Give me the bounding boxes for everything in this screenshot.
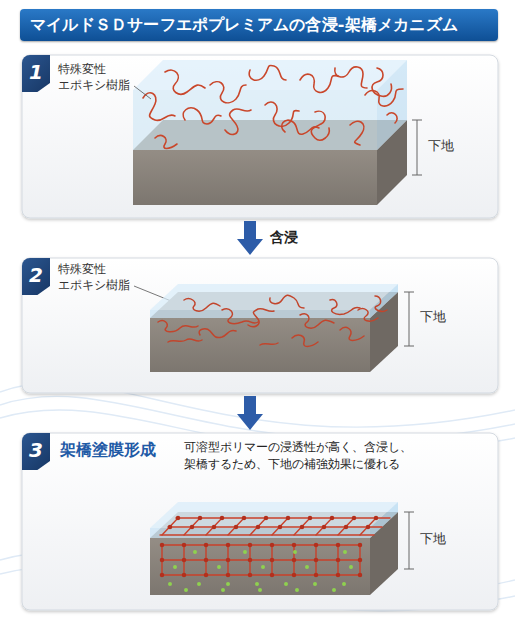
arrow-label: 含浸 xyxy=(268,229,300,247)
substrate-block xyxy=(150,538,370,595)
crosslink-point xyxy=(162,543,362,548)
resin-layer xyxy=(150,502,398,538)
reinforcement-particle xyxy=(170,582,362,586)
polymer-chain xyxy=(282,120,319,134)
step-number: 3 xyxy=(22,433,50,470)
substrate-label: 下地 xyxy=(428,138,454,155)
substrate-block xyxy=(133,150,377,205)
polymer-chain xyxy=(248,309,274,327)
material-label: 特殊変性 エポキシ樹脂 xyxy=(58,62,138,93)
step-number: 2 xyxy=(22,258,50,295)
reinforcement-particle xyxy=(195,550,360,554)
polymer-chain xyxy=(210,82,246,103)
resin-layer xyxy=(133,90,377,150)
polymer-chain xyxy=(199,329,236,338)
thickness-bracket xyxy=(404,120,422,569)
substrate-block xyxy=(150,318,370,372)
title-banner: マイルドＳＤサーフエポプレミアムの含浸‐架橋メカニズム xyxy=(20,9,498,41)
polymer-chain xyxy=(292,335,318,346)
polymer-chain xyxy=(165,70,205,94)
crosslink-point xyxy=(162,573,362,578)
crosslink-point xyxy=(162,558,362,563)
leader-line xyxy=(134,86,151,99)
resin-layer xyxy=(150,284,398,318)
polymer-chain xyxy=(168,339,202,342)
crosslink-point xyxy=(162,518,392,575)
polymer-chain xyxy=(158,295,387,346)
step-heading: 架橋塗膜形成 xyxy=(60,440,156,461)
resin-layer xyxy=(150,528,370,538)
polymer-chain xyxy=(155,136,177,149)
crosslink-network xyxy=(160,518,390,535)
polymer-chain xyxy=(225,109,251,135)
panel-background xyxy=(22,55,498,610)
polymer-chain xyxy=(143,65,403,148)
polymer-chain xyxy=(350,121,364,145)
polymer-chain xyxy=(335,67,367,88)
panel-header: 3 架橋塗膜形成 可溶型ポリマーの浸透性が高く、含浸し、 架橋するため、下地の補強効… xyxy=(22,433,498,473)
crosslink-point xyxy=(170,525,384,530)
resin-layer xyxy=(150,502,398,528)
resin-layer xyxy=(370,284,398,318)
polymer-chain xyxy=(300,74,338,92)
crosslink-network xyxy=(162,545,360,575)
crosslink-network xyxy=(160,518,390,575)
thickness-bracket xyxy=(412,120,422,175)
polymer-chain xyxy=(184,299,220,311)
polymer-chain xyxy=(330,300,360,315)
polymer-chain xyxy=(158,321,198,332)
polymer-chain xyxy=(183,108,221,124)
polymer-chain xyxy=(375,296,387,311)
material-label: 特殊変性 エポキシ樹脂 xyxy=(58,262,138,293)
thickness-bracket xyxy=(404,292,414,346)
flow-arrow xyxy=(244,396,256,416)
step-panel: 3 架橋塗膜形成 可溶型ポリマーの浸透性が高く、含浸し、 架橋するため、下地の補強効… xyxy=(22,433,498,610)
polymer-chain xyxy=(358,309,378,321)
flow-arrow xyxy=(244,221,256,241)
title-text: マイルドＳＤサーフエポプレミアムの含浸‐架橋メカニズム xyxy=(30,15,458,36)
background-swoosh xyxy=(0,383,515,611)
substrate-label: 下地 xyxy=(420,309,446,326)
panel-background xyxy=(22,258,498,393)
thickness-bracket xyxy=(404,512,414,569)
reinforcement-particle xyxy=(186,588,352,592)
step-number: 1 xyxy=(22,55,50,92)
resin-layer xyxy=(133,60,407,150)
panel-background xyxy=(22,433,498,610)
polymer-chain xyxy=(270,295,304,308)
step-description: 可溶型ポリマーの浸透性が高く、含浸し、 架橋するため、下地の補強効果に優れる xyxy=(184,439,424,473)
polymer-chain xyxy=(372,68,391,96)
polymer-chain xyxy=(222,309,258,324)
crosslink-network xyxy=(162,545,360,575)
polymer-chain xyxy=(260,343,278,345)
polymer-chain xyxy=(340,328,364,341)
resin-layer xyxy=(150,284,398,310)
reinforcement-particle xyxy=(170,552,362,590)
substrate-label: 下地 xyxy=(420,531,446,548)
polymer-chain xyxy=(365,89,403,106)
reinforcement-particle xyxy=(175,565,360,569)
polymer-chain xyxy=(311,111,329,140)
polymer-chain xyxy=(300,314,334,328)
leader-line xyxy=(134,86,181,305)
polymer-chain xyxy=(249,65,286,80)
panel-background xyxy=(22,55,498,218)
polymer-chain xyxy=(387,113,397,123)
crosslink-point xyxy=(178,516,392,521)
